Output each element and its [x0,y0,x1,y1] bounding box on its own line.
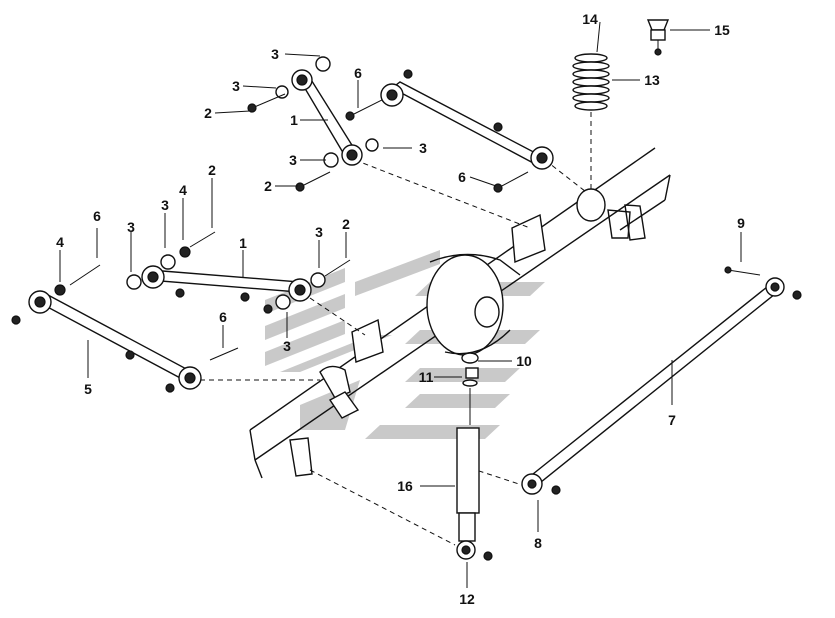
shock-absorber [456,352,493,561]
callout-14: 14 [582,11,598,27]
callout-3: 3 [127,219,135,235]
upper-control-arm [247,56,379,192]
bump-stop [646,19,670,56]
callout-2: 2 [204,105,212,121]
upper-long-link [345,69,554,193]
callout-3: 3 [283,338,291,354]
alignment-lines [200,159,591,546]
watermark-logo [265,250,545,439]
callout-3: 3 [161,197,169,213]
callout-12: 12 [459,591,475,607]
callout-5: 5 [84,381,92,397]
callout-8: 8 [534,535,542,551]
callout-labels: 3 3 6 2 1 3 3 2 6 14 15 13 2 4 3 6 3 4 1… [56,11,745,607]
lower-control-arm [126,231,351,314]
callout-3: 3 [232,78,240,94]
axle-housing [249,147,671,479]
callout-6: 6 [93,208,101,224]
callout-10: 10 [516,353,532,369]
callout-6: 6 [219,309,227,325]
callout-2: 2 [208,162,216,178]
callout-13: 13 [644,72,660,88]
callout-2: 2 [342,216,350,232]
callout-1: 1 [290,112,298,128]
leader-lines [59,21,742,588]
callout-6: 6 [458,169,466,185]
lower-trailing-arm [11,264,239,393]
callout-4: 4 [56,234,64,250]
callout-6: 6 [354,65,362,81]
callout-7: 7 [668,412,676,428]
callout-15: 15 [714,22,730,38]
callout-3: 3 [271,46,279,62]
callout-9: 9 [737,215,745,231]
callout-4: 4 [179,182,187,198]
panhard-rod [521,266,802,495]
callout-2: 2 [264,178,272,194]
callout-3: 3 [315,224,323,240]
callout-16: 16 [397,478,413,494]
callout-3: 3 [289,152,297,168]
callout-1: 1 [239,235,247,251]
callout-11: 11 [419,369,434,385]
coil-spring [572,53,610,222]
callout-3: 3 [419,140,427,156]
